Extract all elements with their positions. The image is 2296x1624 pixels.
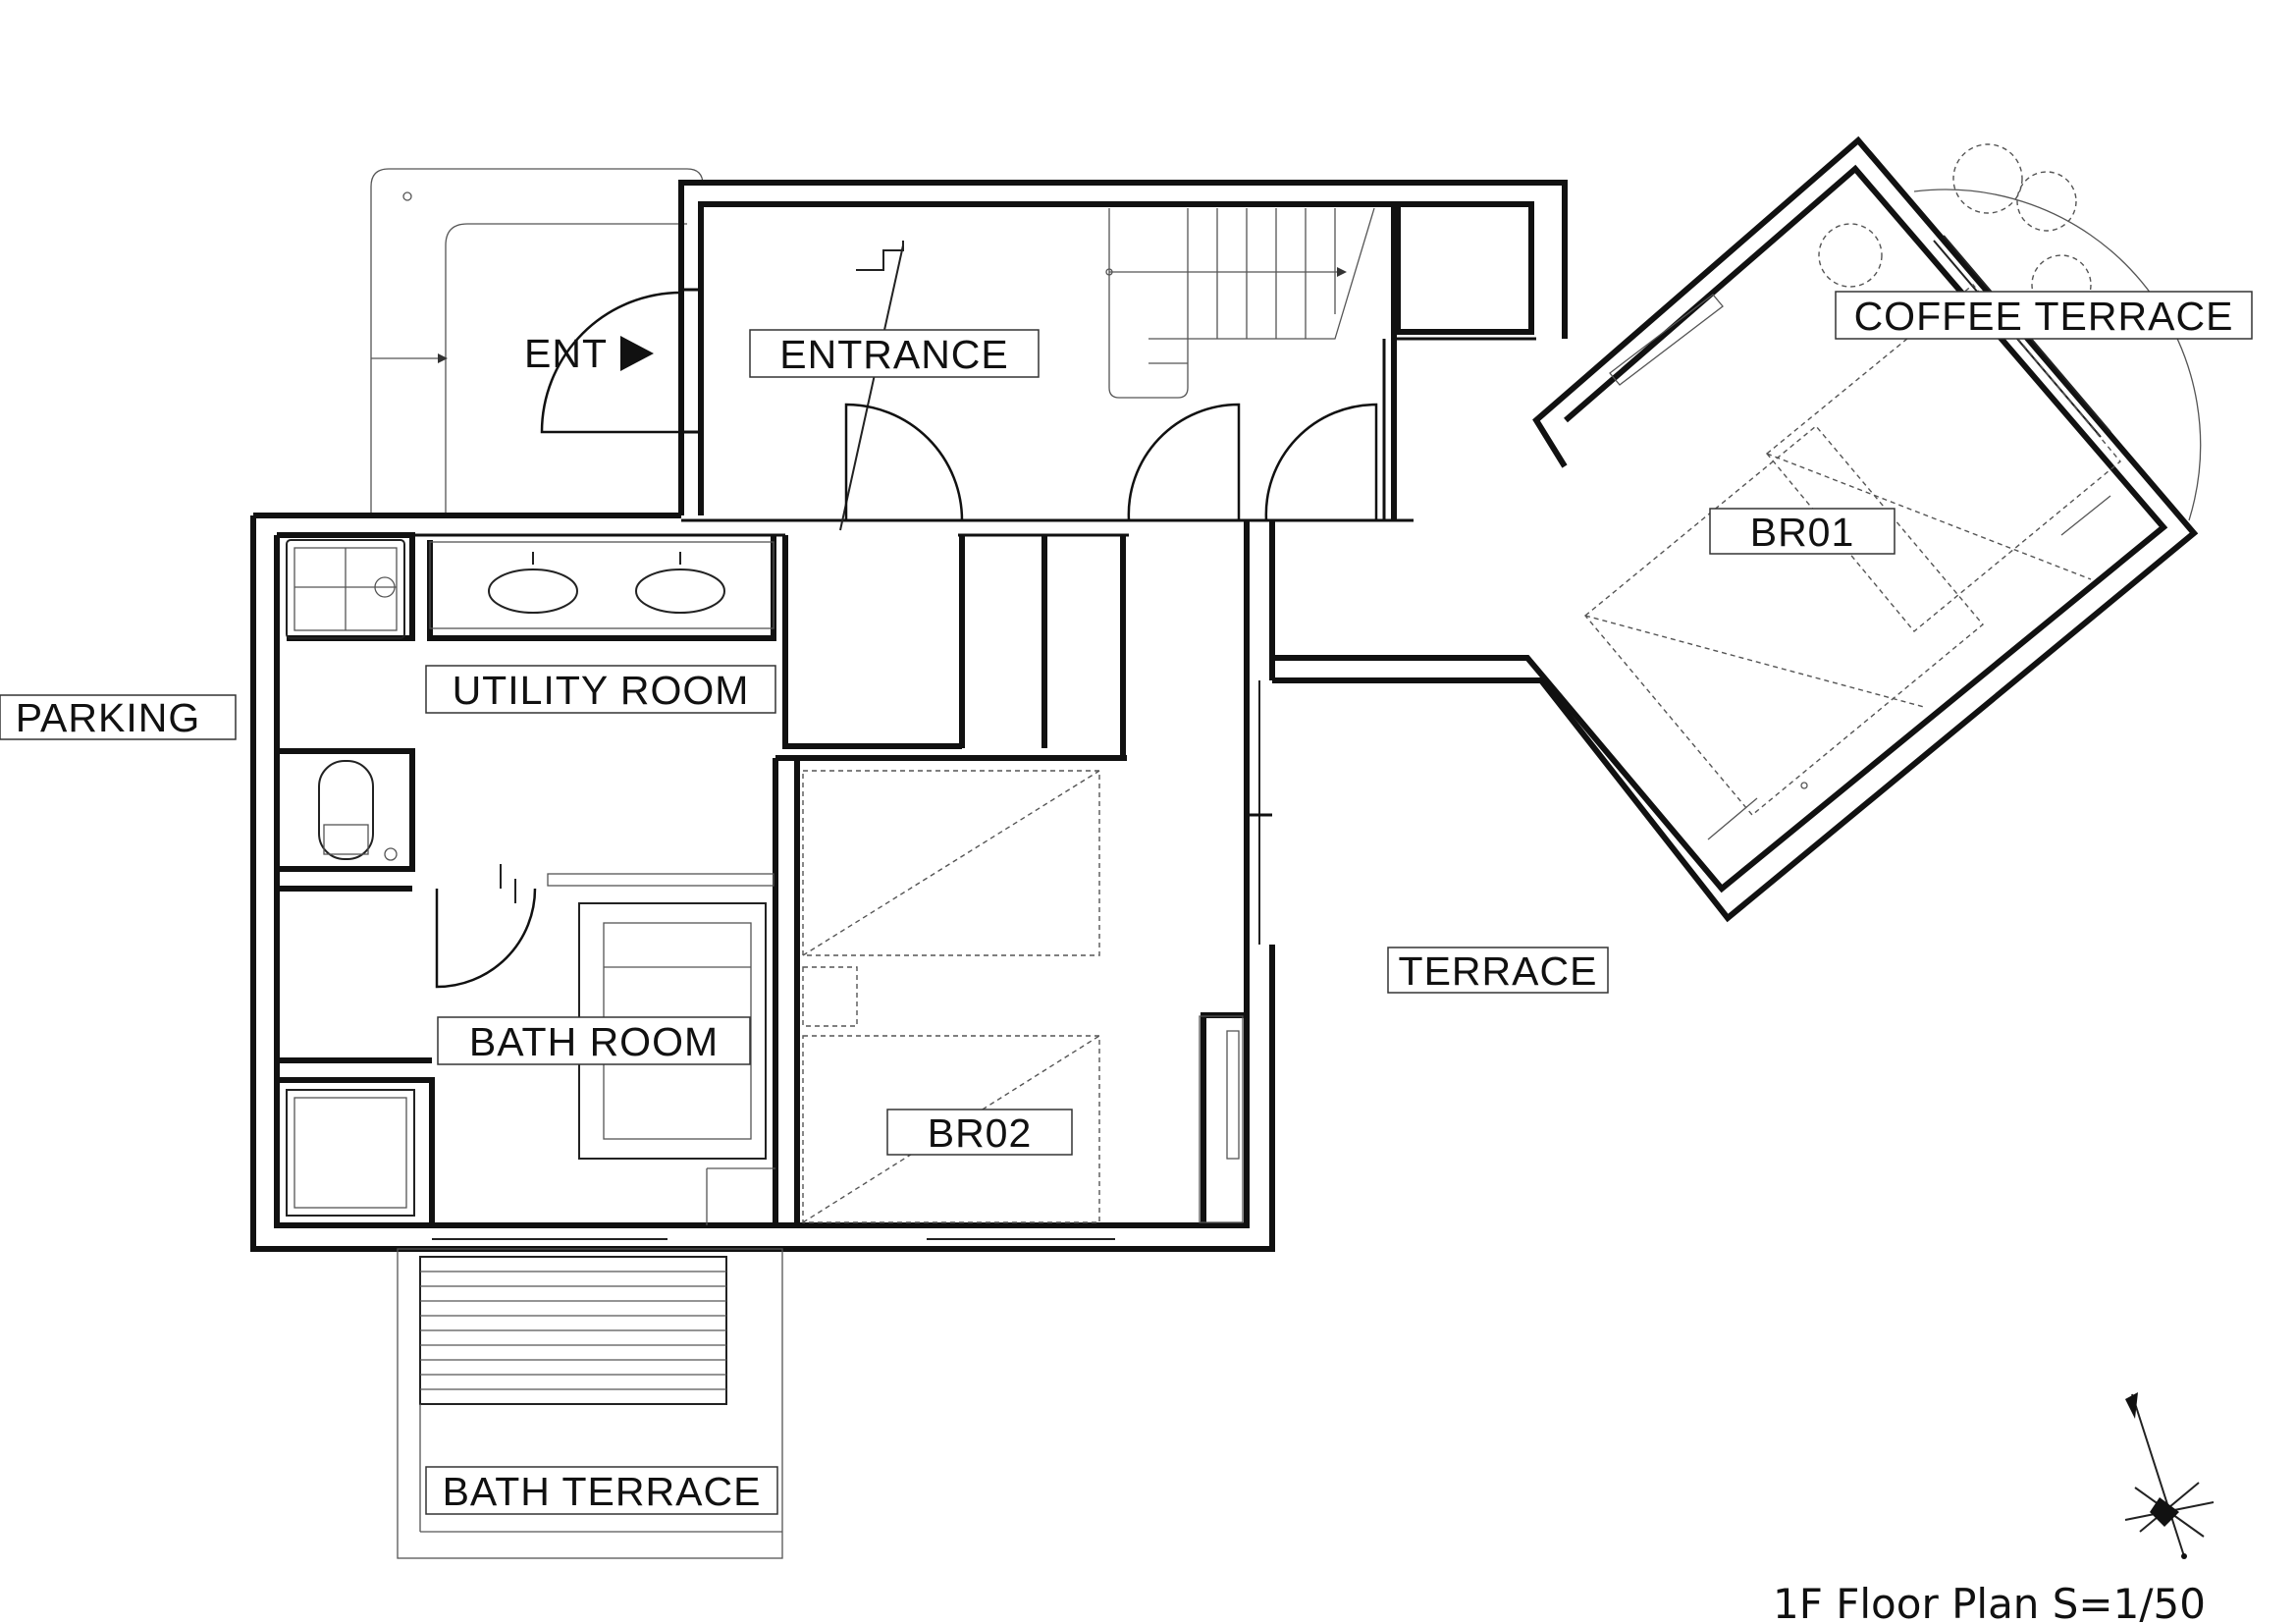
storage-closet [1395,201,1534,335]
utility-fixtures [286,539,774,861]
staircase [1105,207,1375,399]
svg-text:ENT: ENT [524,331,608,376]
label-br02: BR02 [886,1109,1073,1156]
svg-text:UTILITY ROOM: UTILITY ROOM [453,668,750,713]
label-coffee-terrace: COFFEE TERRACE [1835,291,2253,340]
br02-furniture [802,770,1244,1223]
entrance-hall [678,180,1568,531]
entry-marker: ENT [524,331,654,376]
br01-wing [1272,135,2199,923]
label-bath-terrace: BATH TERRACE [425,1466,778,1515]
label-terrace: TERRACE [1387,947,1609,994]
svg-text:BR02: BR02 [928,1110,1033,1156]
label-entrance: ENTRANCE [749,329,1040,378]
svg-text:BATH ROOM: BATH ROOM [469,1019,719,1064]
entry-door [540,291,682,434]
coffee-terrace-planting [1818,143,2202,521]
svg-text:BR01: BR01 [1750,510,1855,555]
triangle-right-icon [620,336,654,371]
svg-text:TERRACE: TERRACE [1399,948,1598,994]
label-bath-room: BATH ROOM [437,1016,751,1065]
bath-terrace-deck [397,1248,783,1559]
svg-text:COFFEE TERRACE: COFFEE TERRACE [1854,294,2234,339]
svg-text:BATH TERRACE: BATH TERRACE [443,1469,762,1514]
svg-text:ENTRANCE: ENTRANCE [779,332,1009,377]
label-utility-room: UTILITY ROOM [425,665,776,714]
svg-text:PARKING: PARKING [16,695,201,740]
compass-north-arrow-icon [2124,1392,2215,1559]
label-parking: PARKING [0,694,237,740]
parking-driveway [370,168,704,515]
label-br01: BR01 [1709,508,1896,555]
plan-title: 1F Floor Plan S=1/50 [1773,1580,2206,1624]
